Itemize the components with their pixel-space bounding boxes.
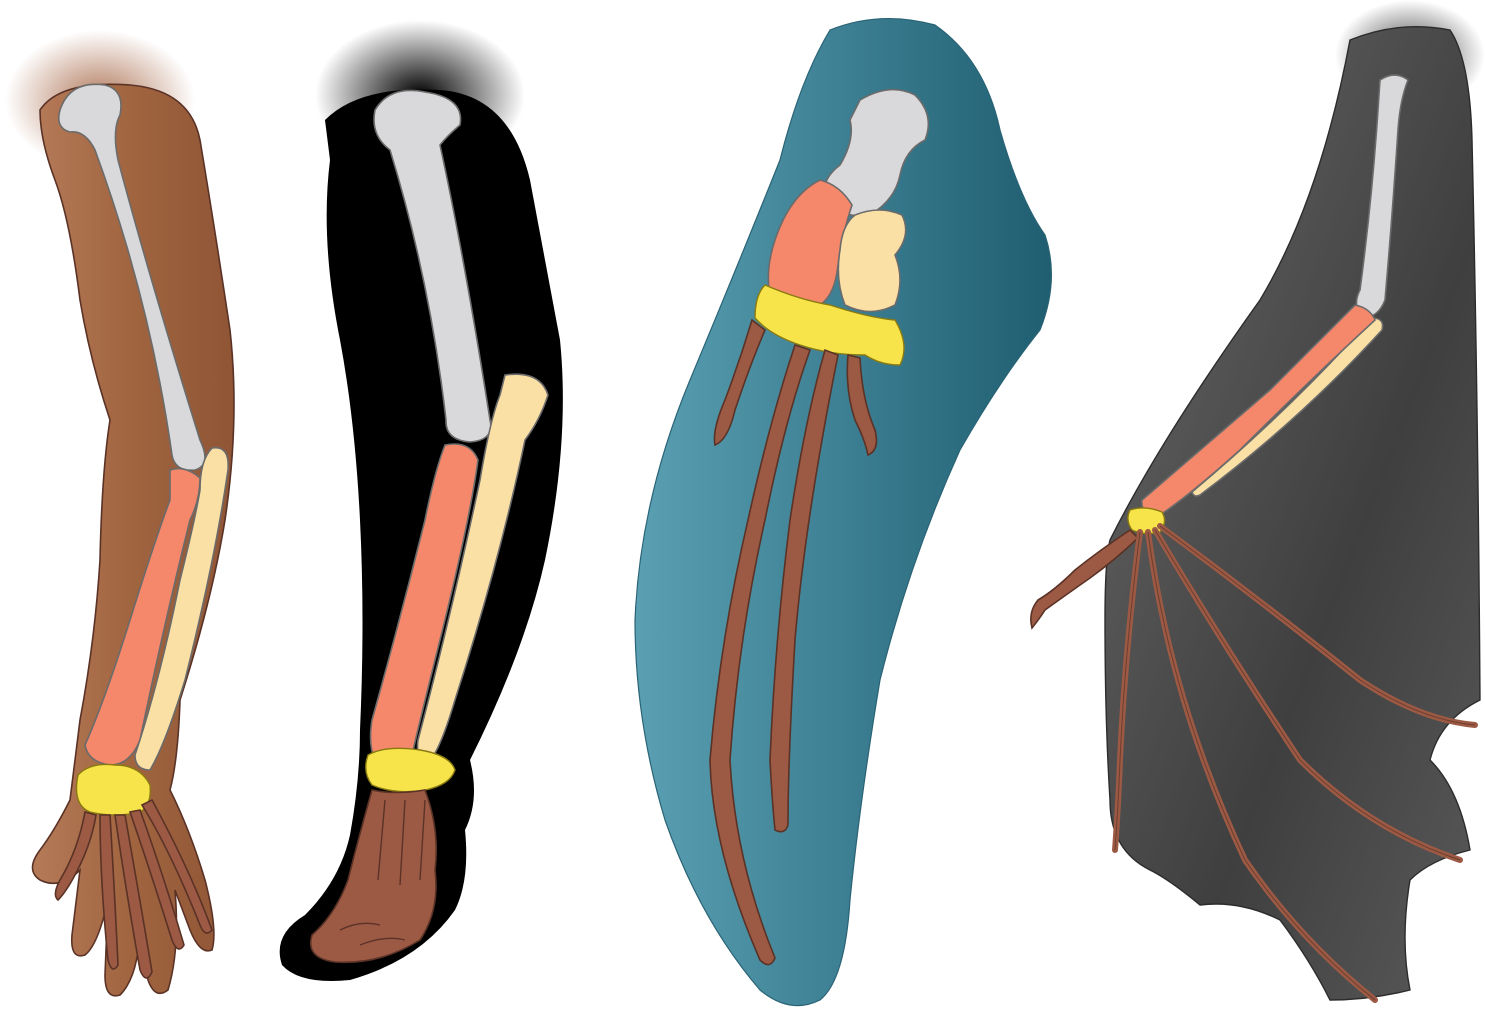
- whale-ulna: [838, 210, 905, 312]
- cat-leg: [280, 20, 563, 981]
- whale-flipper: [635, 19, 1051, 1006]
- bat-wing: [1031, 0, 1485, 1000]
- human-carpals: [77, 764, 151, 815]
- cat-paw-bones: [311, 790, 437, 962]
- human-arm: [5, 30, 234, 996]
